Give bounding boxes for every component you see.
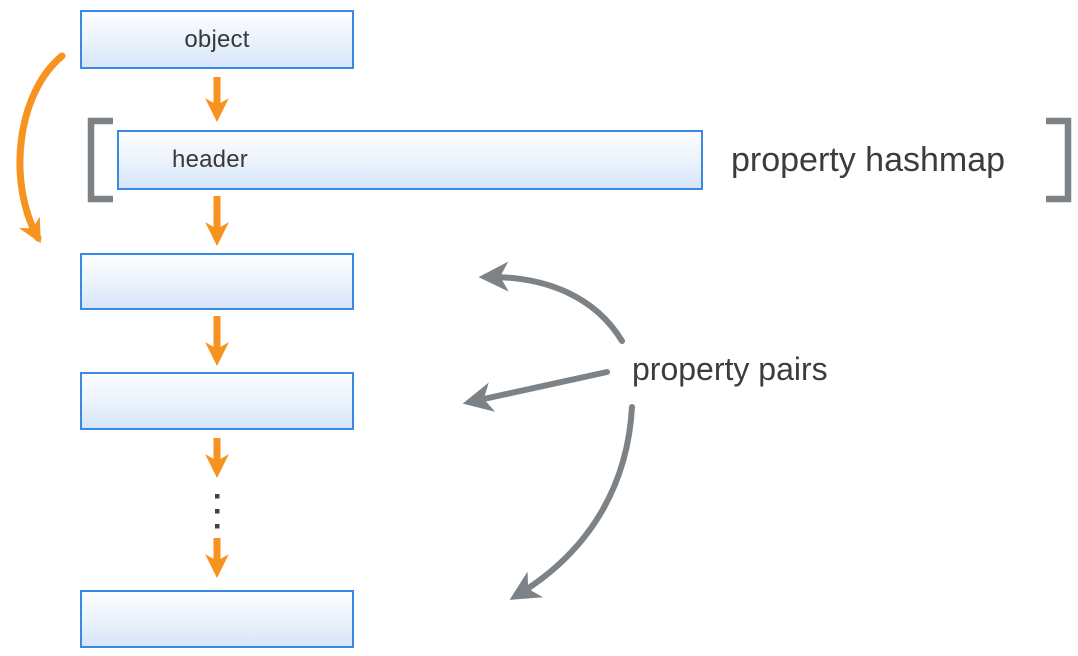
hashmap-header-label: header: [172, 146, 248, 173]
property-pair-box-1: [80, 253, 354, 310]
ellipsis-dots: [215, 494, 220, 529]
object-label: object: [184, 25, 250, 53]
property-hashmap-caption: property hashmap: [731, 141, 1006, 179]
property-pair-box-2: [80, 372, 354, 430]
pairs-pointer-arrow-bottom: [509, 404, 635, 600]
ellipsis-dot: [215, 509, 220, 514]
left-bracket: [87, 117, 113, 203]
ellipsis-dot: [215, 494, 220, 499]
right-bracket: [1046, 117, 1072, 203]
pairs-pointer-arrow-middle: [462, 369, 610, 412]
curved-arrow-object-to-pair1: [16, 52, 66, 244]
object-node: object: [80, 10, 354, 69]
property-pairs-caption: property pairs: [632, 351, 828, 387]
ellipsis-dot: [215, 524, 220, 529]
hashmap-node: header: [117, 130, 703, 190]
pairs-pointer-arrow-top: [478, 261, 625, 344]
property-pair-box-3: [80, 590, 354, 648]
